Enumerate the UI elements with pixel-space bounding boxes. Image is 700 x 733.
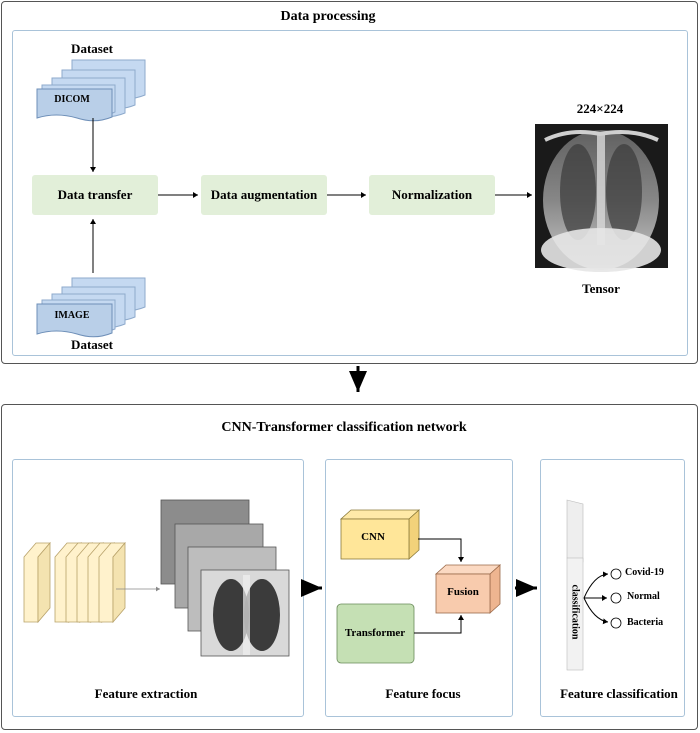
classification-network-title: CNN-Transformer classification network [221,420,467,435]
covid-radio [610,568,622,580]
xray-tensor-image [535,124,668,272]
normal-radio [610,592,622,604]
classification-bar-label: classification [569,584,581,640]
arrow-to-covid [583,571,609,599]
image-label: IMAGE [54,310,90,321]
dataset-bottom-label: Dataset [71,337,113,352]
feature-map-stack [160,499,290,657]
feature-classification-caption: Feature classification [560,686,678,701]
conv-layer-slabs [23,541,126,624]
tensor-size-label: 224×224 [576,101,624,116]
data-transfer-label: Data transfer [57,187,133,202]
normalization-box: Normalization [369,175,495,215]
image-document-stack [36,277,146,338]
class-covid-label: Covid-19 [625,567,664,578]
classification-bar [566,499,584,671]
data-augmentation-label: Data augmentation [210,187,318,202]
normalization-label: Normalization [391,187,473,202]
cnn-label: CNN [361,531,385,543]
bacteria-radio [610,617,622,629]
data-transfer-box: Data transfer [32,175,158,215]
arrow-to-bacteria [583,597,609,625]
class-normal-label: Normal [627,591,660,602]
dataset-top-label: Dataset [71,41,113,56]
data-augmentation-box: Data augmentation [201,175,327,215]
arrow-cnn-to-fusion [418,538,464,562]
fusion-cube [434,564,502,614]
tensor-label: Tensor [582,281,620,296]
dicom-label: DICOM [54,94,90,105]
transformer-label: Transformer [344,627,406,639]
feature-focus-caption: Feature focus [385,686,461,701]
data-processing-title: Data processing [280,9,376,24]
feature-classification-panel [540,459,685,717]
dicom-document-stack [36,59,146,122]
arrow-transformer-to-fusion [414,615,464,634]
cnn-cube [339,509,421,560]
feature-extraction-caption: Feature extraction [94,686,198,701]
class-bacteria-label: Bacteria [627,617,664,628]
fusion-label: Fusion [447,586,479,598]
